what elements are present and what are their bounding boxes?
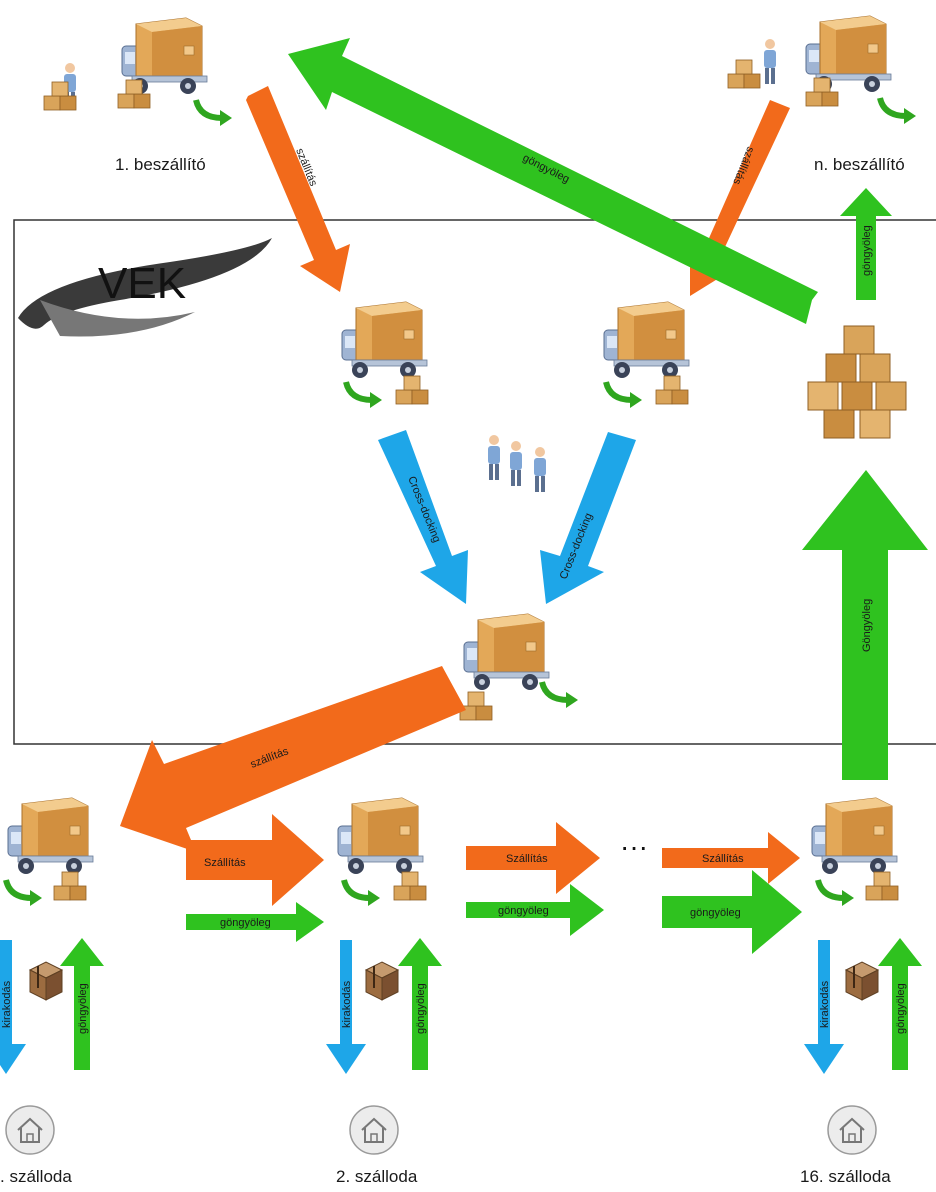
arrow-delivery-2-next: Szállítás [466, 822, 600, 894]
supplier-1-label: 1. beszállító [115, 155, 206, 174]
arrow-label: göngyöleg [895, 983, 907, 1034]
arrow-label: kirakodás [1, 980, 13, 1028]
truck-icon [811, 797, 898, 875]
arrow-unloading: kirakodás [326, 940, 366, 1074]
arrow-delivery-to-hotels: szállítás [120, 666, 466, 852]
arrow-returnables: göngyöleg [398, 938, 442, 1070]
vek-truck-right [603, 301, 690, 408]
hotel-1-truck [6, 797, 94, 906]
package-icon [845, 961, 879, 1001]
hotel-16-flows: kirakodás göngyöleg 16. szálloda [800, 938, 922, 1186]
arrow-unloading: kirakodás [0, 940, 26, 1074]
arrow-unloading: kirakodás [804, 940, 844, 1074]
arrow-label: göngyöleg [498, 905, 549, 917]
curl-arrow-icon [346, 382, 382, 408]
curl-arrow-icon [606, 382, 642, 408]
hotel-16-label: 16. szálloda [800, 1167, 891, 1186]
hotel-16-truck [811, 797, 899, 906]
arrow-label: Szállítás [702, 853, 744, 865]
arrow-returnables-1-2: göngyöleg [186, 902, 324, 942]
truck-icon [463, 613, 550, 691]
boxes-icon [727, 59, 761, 89]
curl-arrow-icon [6, 880, 42, 906]
boxes-icon [865, 871, 899, 901]
arrow-label: göngyöleg [690, 907, 741, 919]
arrow-supplier1-delivery: szállítás [246, 86, 350, 292]
arrow-delivery-to-16: Szállítás [662, 832, 800, 884]
stacked-boxes-icon [807, 325, 907, 439]
arrow-cross-docking-left: Cross-docking [378, 430, 468, 604]
arrow-returnables-2-next: göngyöleg [466, 884, 604, 936]
boxes-icon [655, 375, 689, 405]
supplier-n-label: n. beszállító [814, 155, 905, 174]
hotel-1-flows: kirakodás göngyöleg . szálloda [0, 938, 104, 1186]
arrow-returnables-to-suppliern: göngyöleg [840, 188, 892, 300]
hotel-1-label: . szálloda [0, 1167, 72, 1186]
workers-group-icon [488, 435, 546, 492]
truck-icon [337, 797, 424, 875]
arrow-label: göngyöleg [77, 983, 89, 1034]
arrow-returnables: göngyöleg [60, 938, 104, 1070]
arrow-label: kirakodás [819, 980, 831, 1028]
curl-arrow-icon [542, 682, 578, 708]
package-icon [365, 961, 399, 1001]
truck-icon [603, 301, 690, 379]
vek-boundary [13, 219, 936, 745]
hotel-2-flows: kirakodás göngyöleg 2. szálloda [326, 938, 442, 1186]
boxes-icon [53, 871, 87, 901]
arrow-delivery-1-2: Szállítás [186, 814, 324, 906]
arrow-cross-docking-right: Cross-docking [540, 432, 636, 604]
supplier-n: n. beszállító [727, 15, 916, 174]
vek-truck-left [341, 301, 429, 408]
arrow-label: göngyöleg [220, 917, 271, 929]
house-icon [349, 1105, 399, 1155]
boxes-icon [805, 77, 839, 107]
curl-arrow-icon [344, 880, 380, 906]
hotel-2-truck [337, 797, 427, 906]
arrow-label: Szállítás [204, 857, 246, 869]
arrow-label: Szállítás [506, 853, 548, 865]
boxes-icon [393, 871, 427, 901]
arrow-returnables-to-vek: Göngyöleg [802, 470, 928, 780]
curl-arrow-icon [196, 100, 232, 126]
curl-arrow-icon [818, 880, 854, 906]
arrow-label: Göngyöleg [861, 599, 873, 652]
vek-truck-center [459, 613, 578, 721]
arrow-label: kirakodás [341, 980, 353, 1028]
boxes-icon [459, 691, 493, 721]
package-icon [29, 961, 63, 1001]
hotel-2-label: 2. szálloda [336, 1167, 418, 1186]
vek-title: VEK [98, 259, 186, 308]
arrow-returnables: göngyöleg [878, 938, 922, 1070]
arrow-returnables-to-16: göngyöleg [662, 870, 802, 954]
curl-arrow-icon [880, 98, 916, 124]
vek-logo: VEK [18, 238, 272, 337]
house-icon [5, 1105, 55, 1155]
boxes-icon [395, 375, 429, 405]
worker-icon [764, 39, 776, 84]
truck-icon [7, 797, 94, 875]
house-icon [827, 1105, 877, 1155]
truck-icon [341, 301, 428, 379]
arrow-label: göngyöleg [861, 225, 873, 276]
ellipsis: ··· [620, 831, 648, 862]
arrow-label: göngyöleg [415, 983, 427, 1034]
supplier-1: 1. beszállító [43, 17, 232, 174]
